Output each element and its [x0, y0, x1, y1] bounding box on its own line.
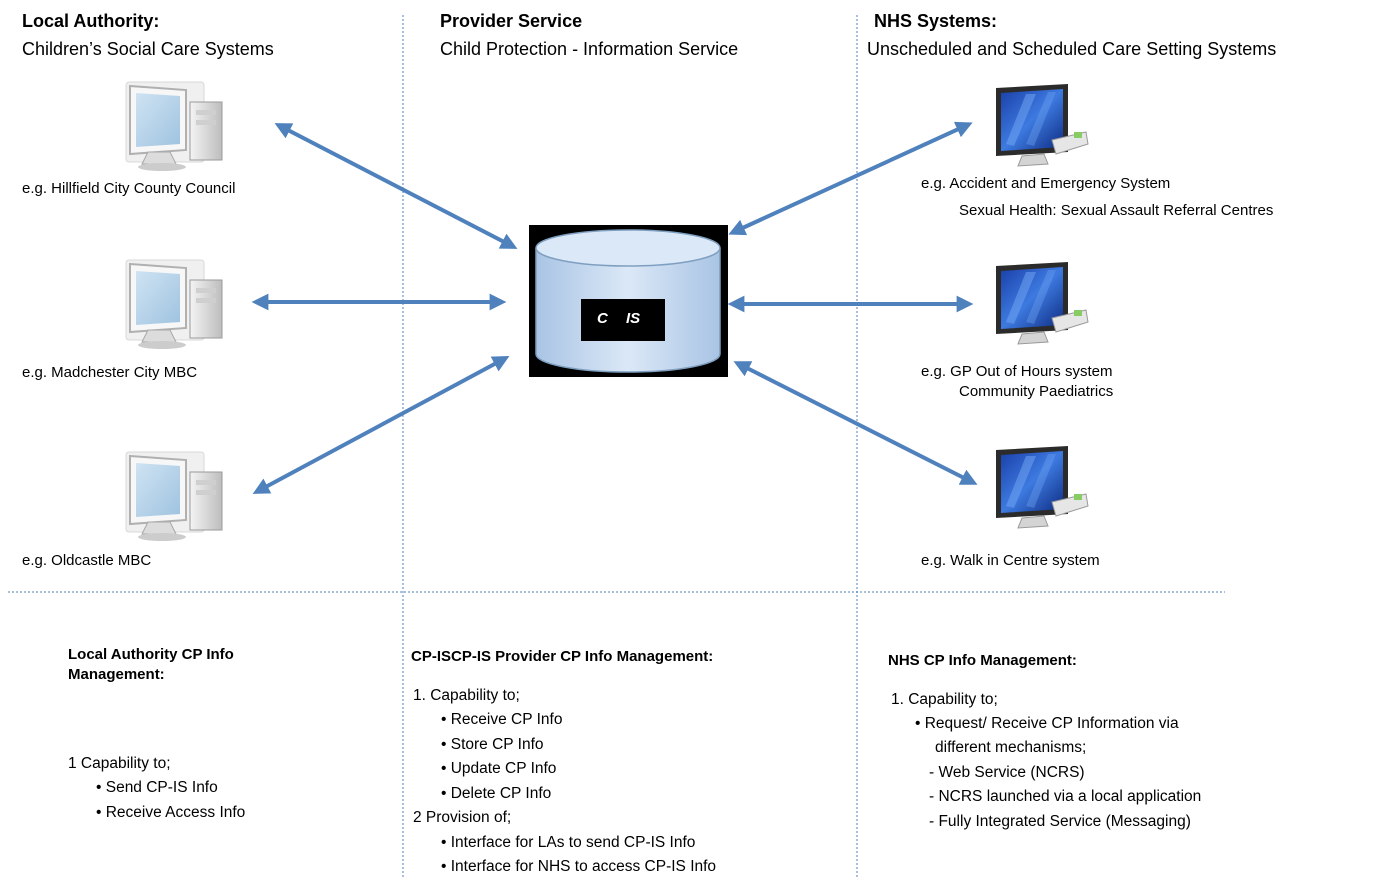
provider-mgmt-title: CP-ISCP-IS Provider CP Info Management:: [411, 648, 714, 665]
nhs-mgmt-item: different mechanisms;: [935, 739, 1087, 756]
la-example-madchester: e.g. Madchester City MBC: [22, 364, 198, 381]
nhs-mgmt-item: - NCRS launched via a local application: [929, 788, 1202, 805]
provider-mgmt-item: • Interface for NHS to access CP-IS Info: [441, 858, 717, 875]
nhs-example-1-line2: Sexual Health: Sexual Assault Referral C…: [959, 202, 1274, 219]
arrow-cpis-accident-emergency: [728, 121, 973, 236]
la-mgmt-item: • Send CP-IS Info: [96, 779, 218, 796]
nhs-mgmt-item: • Request/ Receive CP Information via: [915, 715, 1179, 732]
la-column-subtitle: Children’s Social Care Systems: [22, 39, 274, 59]
nhs-column-title: NHS Systems:: [874, 11, 998, 31]
desktop-monitor-icon: [996, 84, 1089, 167]
provider-mgmt-item: • Interface for LAs to send CP-IS Info: [441, 834, 696, 851]
nhs-mgmt-item: - Web Service (NCRS): [929, 764, 1085, 781]
desktop-computer-icon: [125, 259, 223, 349]
la-mgmt-title-line2: Management:: [68, 666, 165, 683]
la-column-title: Local Authority:: [22, 11, 160, 31]
nhs-example-3-line1: e.g. Walk in Centre system: [921, 552, 1100, 569]
la-mgmt-item: 1 Capability to;: [68, 755, 171, 772]
provider-mgmt-item: 1. Capability to;: [413, 687, 520, 704]
provider-mgmt-item: • Update CP Info: [441, 760, 557, 777]
la-mgmt-item: • Receive Access Info: [96, 804, 246, 821]
desktop-computer-icon: [125, 451, 223, 541]
nhs-column-subtitle: Unscheduled and Scheduled Care Setting S…: [867, 39, 1277, 59]
la-example-oldcastle: e.g. Oldcastle MBC: [22, 552, 152, 569]
nhs-mgmt-title: NHS CP Info Management:: [888, 652, 1077, 669]
desktop-monitor-icon: [996, 262, 1089, 345]
provider-mgmt-item: • Delete CP Info: [441, 785, 552, 802]
desktop-computer-icon: [125, 81, 223, 171]
la-mgmt-title-line1: Local Authority CP Info: [68, 646, 234, 663]
provider-column-subtitle: Child Protection - Information Service: [440, 39, 739, 59]
la-example-hillfield: e.g. Hillfield City County Council: [22, 180, 236, 197]
arrow-oldcastle-cpis: [252, 356, 510, 494]
provider-mgmt-item: • Receive CP Info: [441, 711, 563, 728]
provider-mgmt-item: 2 Provision of;: [413, 809, 512, 826]
nhs-example-2-line1: e.g. GP Out of Hours system: [921, 363, 1113, 380]
database-label-c: C: [597, 310, 608, 327]
arrow-hillfield-cpis: [274, 123, 518, 249]
nhs-example-1-line1: e.g. Accident and Emergency System: [921, 175, 1171, 192]
arrow-cpis-walk-in-centre: [733, 361, 978, 485]
database-label-is: IS: [626, 310, 641, 327]
nhs-mgmt-item: - Fully Integrated Service (Messaging): [929, 813, 1191, 830]
provider-column-title: Provider Service: [440, 11, 583, 31]
desktop-monitor-icon: [996, 446, 1089, 529]
nhs-mgmt-item: 1. Capability to;: [891, 691, 998, 708]
nhs-example-2-line2: Community Paediatrics: [959, 383, 1114, 400]
provider-mgmt-item: • Store CP Info: [441, 736, 544, 753]
cpis-database-icon: [529, 225, 728, 377]
